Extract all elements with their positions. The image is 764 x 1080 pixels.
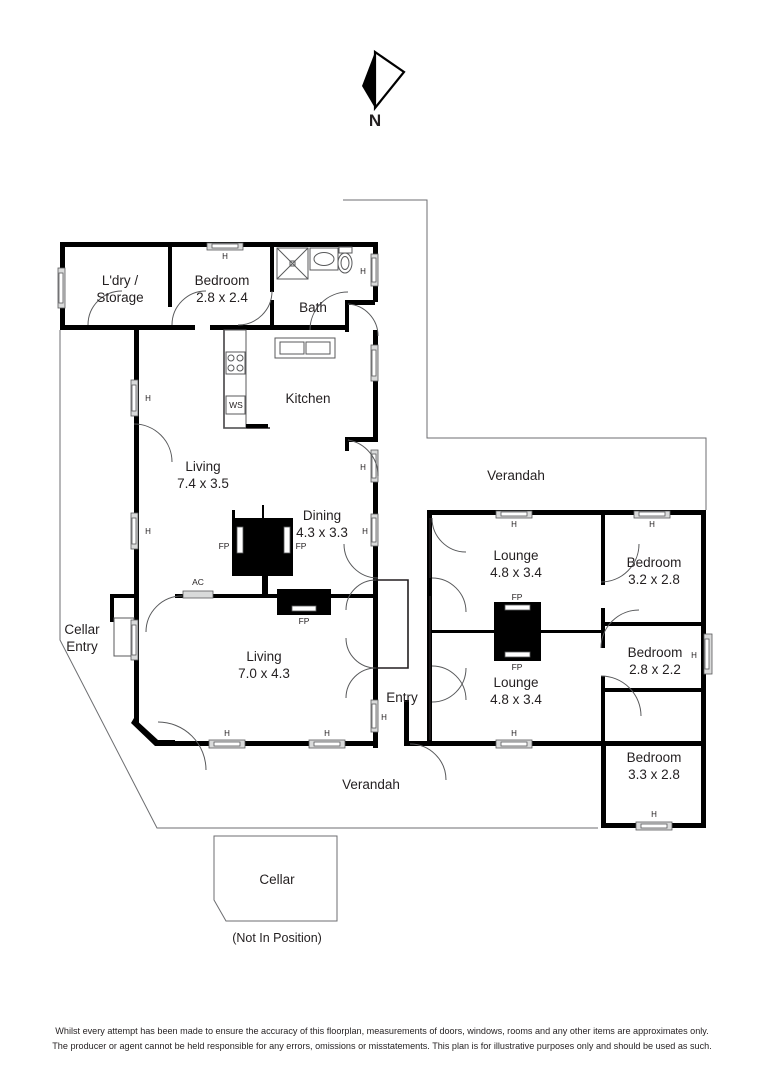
room-dim-lounge-upper: 4.8 x 3.4 [490,565,542,580]
room-dim-living-lower: 7.0 x 4.3 [238,666,290,681]
room-label-ldry: L'dry / [102,273,139,288]
room-label-ldry-2: Storage [96,290,143,305]
room-dim-bedroom-e: 2.8 x 2.2 [629,662,681,677]
basin-icon [309,247,339,271]
window-label: H [651,810,657,819]
fireplace-label-dining-left: FP [219,541,230,551]
window-label: H [511,729,517,738]
window-label: H [145,394,151,403]
area-label-cellar: Cellar [259,872,295,887]
area-label-cellar-entry-1: Cellar [64,622,100,637]
kitchen-fixtures: WS [223,329,336,429]
room-label-living-upper: Living [185,459,220,474]
room-label-kitchen: Kitchen [285,391,330,406]
window-bedroom-e-east: H [691,633,713,675]
washing-sink-icon: WS [225,395,246,415]
room-label-lounge-upper: Lounge [493,548,538,563]
window-label: H [649,520,655,529]
area-labels: Verandah Verandah Cellar Entry Cellar (N… [64,468,545,945]
window-label: H [360,463,366,472]
air-conditioner-icon: AC [182,577,214,599]
window-dining-east-a: H [360,449,379,483]
window-label: H [222,252,228,261]
stove-icon [225,351,246,375]
windows: H H H H H [57,242,713,831]
window-lounge-upper: H [495,510,533,529]
room-label-bedroom-front: Bedroom [195,273,250,288]
north-label: N [369,111,381,130]
room-label-bath: Bath [299,300,327,315]
window-label: H [324,729,330,738]
interior-walls-left [168,247,345,330]
area-label-cellar-entry-2: Entry [66,639,98,654]
room-label-dining: Dining [303,508,341,523]
room-dim-dining: 4.3 x 3.3 [296,525,348,540]
window-label: H [511,520,517,529]
north-arrow-icon [362,49,406,112]
window-living-lower-b: H [308,729,346,749]
window-bath-east: H [360,253,379,287]
window-label: H [224,729,230,738]
room-label-bedroom-se: Bedroom [627,750,682,765]
room-dim-bedroom-se: 3.3 x 2.8 [628,767,680,782]
fireplace-label-lounge-lo: FP [512,662,523,672]
window-entry-east: H [370,699,387,733]
window-label: H [145,527,151,536]
interior-walls-right [432,515,706,741]
window-bedroom-se: H [635,810,673,831]
room-label-entry: Entry [386,690,418,705]
room-label-lounge-lower: Lounge [493,675,538,690]
ac-label: AC [192,577,204,587]
room-dim-living-upper: 7.4 x 3.5 [177,476,229,491]
room-label-bedroom-ne: Bedroom [627,555,682,570]
window-bedroom-ne: H [633,510,671,529]
exterior-walls [60,242,706,828]
window-lounge-lower: H [495,729,533,749]
window-bedroom-front: H [206,242,244,261]
window-ldry-west [57,267,66,309]
disclaimer-line-1: Whilst every attempt has been made to en… [55,1026,709,1036]
window-living-upper-west-b: H [130,512,151,550]
door-swings [87,290,642,781]
room-dim-lounge-lower: 4.8 x 3.4 [490,692,542,707]
verandah-top-outline [343,199,707,510]
fireplace-label-dining-right: FP [296,541,307,551]
disclaimer: Whilst every attempt has been made to en… [0,1024,764,1054]
fireplace-dining: FP FP [219,505,307,596]
window-label: H [360,267,366,276]
verandah-bottom-outline [59,330,598,829]
fireplace-label-living: FP [299,616,310,626]
window-living-upper-west-a: H [130,379,151,417]
area-label-verandah-top: Verandah [487,468,545,483]
window-label: H [691,651,697,660]
room-label-bedroom-e: Bedroom [628,645,683,660]
window-label: H [381,713,387,722]
fireplace-lounges: FP FP [494,592,541,672]
shower-icon [276,247,309,280]
fireplace-living-lower: FP [277,589,331,626]
entry-corridor [376,518,431,740]
window-living-lower-a: H [208,729,246,749]
window-living-lower-west [130,619,139,661]
window-dining-east-b: H [362,513,379,547]
window-label: H [362,527,368,536]
window-kitchen-east [370,344,379,382]
bath-fixtures [276,246,353,280]
room-label-living-lower: Living [246,649,281,664]
fireplace-label-lounge-up: FP [512,592,523,602]
kitchen-sink-icon [274,337,336,359]
area-label-verandah-bottom: Verandah [342,777,400,792]
cellar-block [213,835,338,922]
toilet-icon [337,246,353,274]
cellar-note: (Not In Position) [232,931,322,945]
washing-sink-label: WS [229,400,243,410]
disclaimer-line-2: The producer or agent cannot be held res… [52,1041,712,1051]
room-dim-bedroom-ne: 3.2 x 2.8 [628,572,680,587]
room-labels: L'dry / Storage Bedroom 2.8 x 2.4 Bath K… [96,273,682,782]
room-dim-bedroom-front: 2.8 x 2.4 [196,290,248,305]
